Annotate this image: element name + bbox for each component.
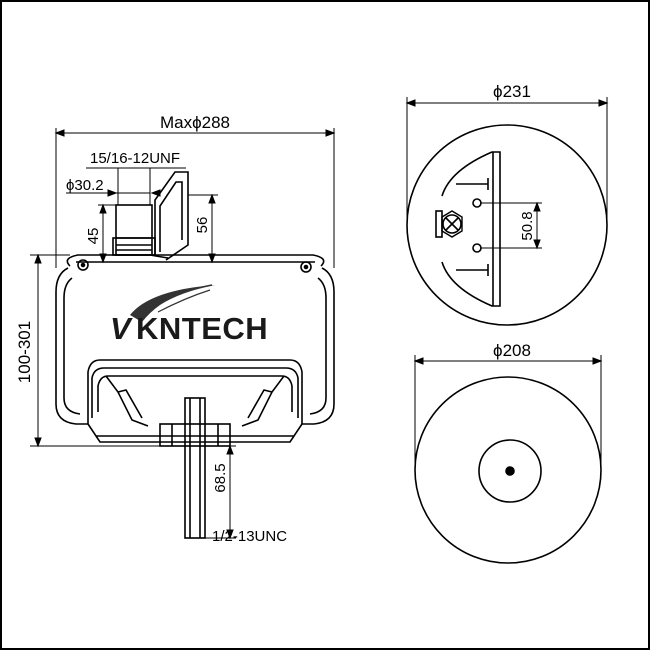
piston-base bbox=[159, 423, 231, 447]
logo-swoosh bbox=[130, 285, 215, 322]
bottom-view-center-hole bbox=[505, 466, 515, 476]
top-view-bracket bbox=[441, 151, 501, 307]
brand-name: KNTECH bbox=[136, 311, 268, 346]
top-thread-label: 15/16-12UNF bbox=[90, 150, 180, 167]
bottom-thread-label: 1/2-13UNC bbox=[212, 528, 287, 545]
mounting-hole-bottom bbox=[472, 243, 482, 253]
stud-diameter-label: ϕ30.2 bbox=[66, 177, 104, 194]
top-plate bbox=[66, 254, 325, 267]
stud-height-label: 45 bbox=[85, 228, 102, 245]
bottom-view-center-circle bbox=[478, 439, 542, 503]
left-crimp-bolt bbox=[77, 259, 89, 271]
mounting-bracket bbox=[154, 171, 189, 261]
brand-logo: V KNTECH bbox=[110, 284, 268, 346]
top-view-diameter-label: ϕ231 bbox=[493, 82, 531, 101]
bottom-stud-length-label: 68.5 bbox=[212, 463, 229, 492]
bottom-view-dimensions bbox=[413, 355, 603, 470]
top-view-dimensions bbox=[405, 97, 609, 250]
bellows-body bbox=[55, 267, 88, 425]
mounting-hole-top bbox=[472, 198, 482, 208]
hole-spacing-label: 50.8 bbox=[519, 211, 536, 240]
height-range-label: 100-301 bbox=[15, 321, 34, 383]
side-view bbox=[55, 171, 335, 539]
right-crimp-bolt bbox=[300, 261, 312, 273]
piston bbox=[87, 359, 303, 424]
top-stud bbox=[115, 204, 153, 256]
bracket-height-label: 56 bbox=[194, 217, 211, 234]
side-view-dimensions bbox=[30, 128, 336, 540]
bottom-stud bbox=[184, 397, 206, 539]
max-diameter-label: Maxϕ288 bbox=[160, 113, 230, 132]
top-view bbox=[406, 124, 608, 326]
bottom-view-diameter-label: ϕ208 bbox=[493, 341, 531, 360]
top-view-outline bbox=[406, 124, 608, 326]
brand-initial: V bbox=[110, 311, 133, 346]
bottom-view bbox=[414, 376, 602, 564]
